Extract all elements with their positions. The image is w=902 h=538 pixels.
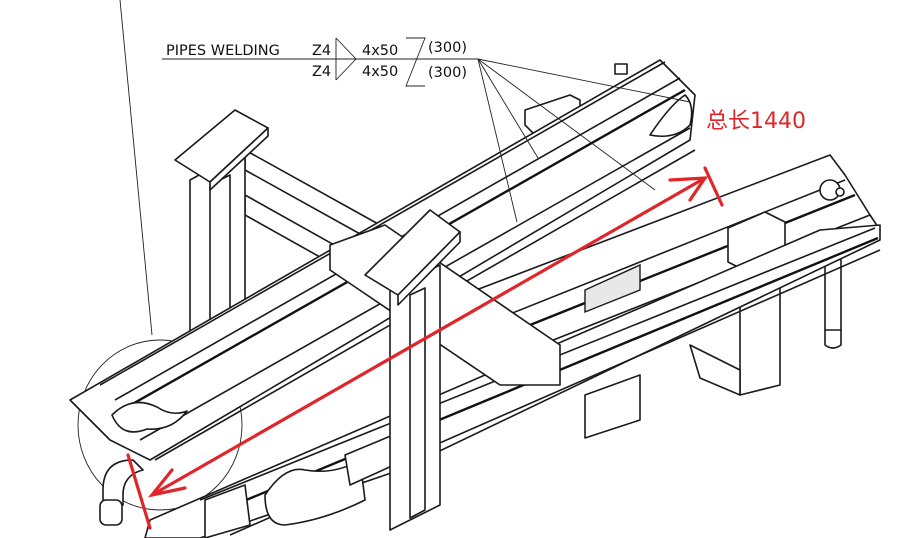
overall-length-dimension — [126, 166, 724, 530]
detail-leader-line — [119, 0, 153, 336]
weld-symbol-bottom: Z4 — [312, 64, 331, 80]
weld-pitch-top: (300) — [428, 40, 467, 56]
leader-arrows — [477, 58, 691, 223]
detail-circle — [77, 339, 243, 511]
middle-post — [364, 209, 461, 531]
weld-label: PIPES WELDING — [166, 43, 280, 59]
weld-size-bottom: 4x50 — [362, 64, 398, 80]
staggered-symbol — [405, 37, 426, 87]
fillet-weld-symbol — [335, 37, 357, 81]
weld-callout: PIPES WELDING Z4 Z4 4x50 4x50 (300) (300… — [162, 37, 691, 223]
weld-size-top: 4x50 — [362, 43, 398, 59]
weld-pitch-bottom: (300) — [428, 65, 467, 81]
weld-symbol-top: Z4 — [312, 43, 331, 59]
overall-length-label: 总长1440 — [706, 109, 806, 134]
back-tab — [614, 63, 628, 75]
